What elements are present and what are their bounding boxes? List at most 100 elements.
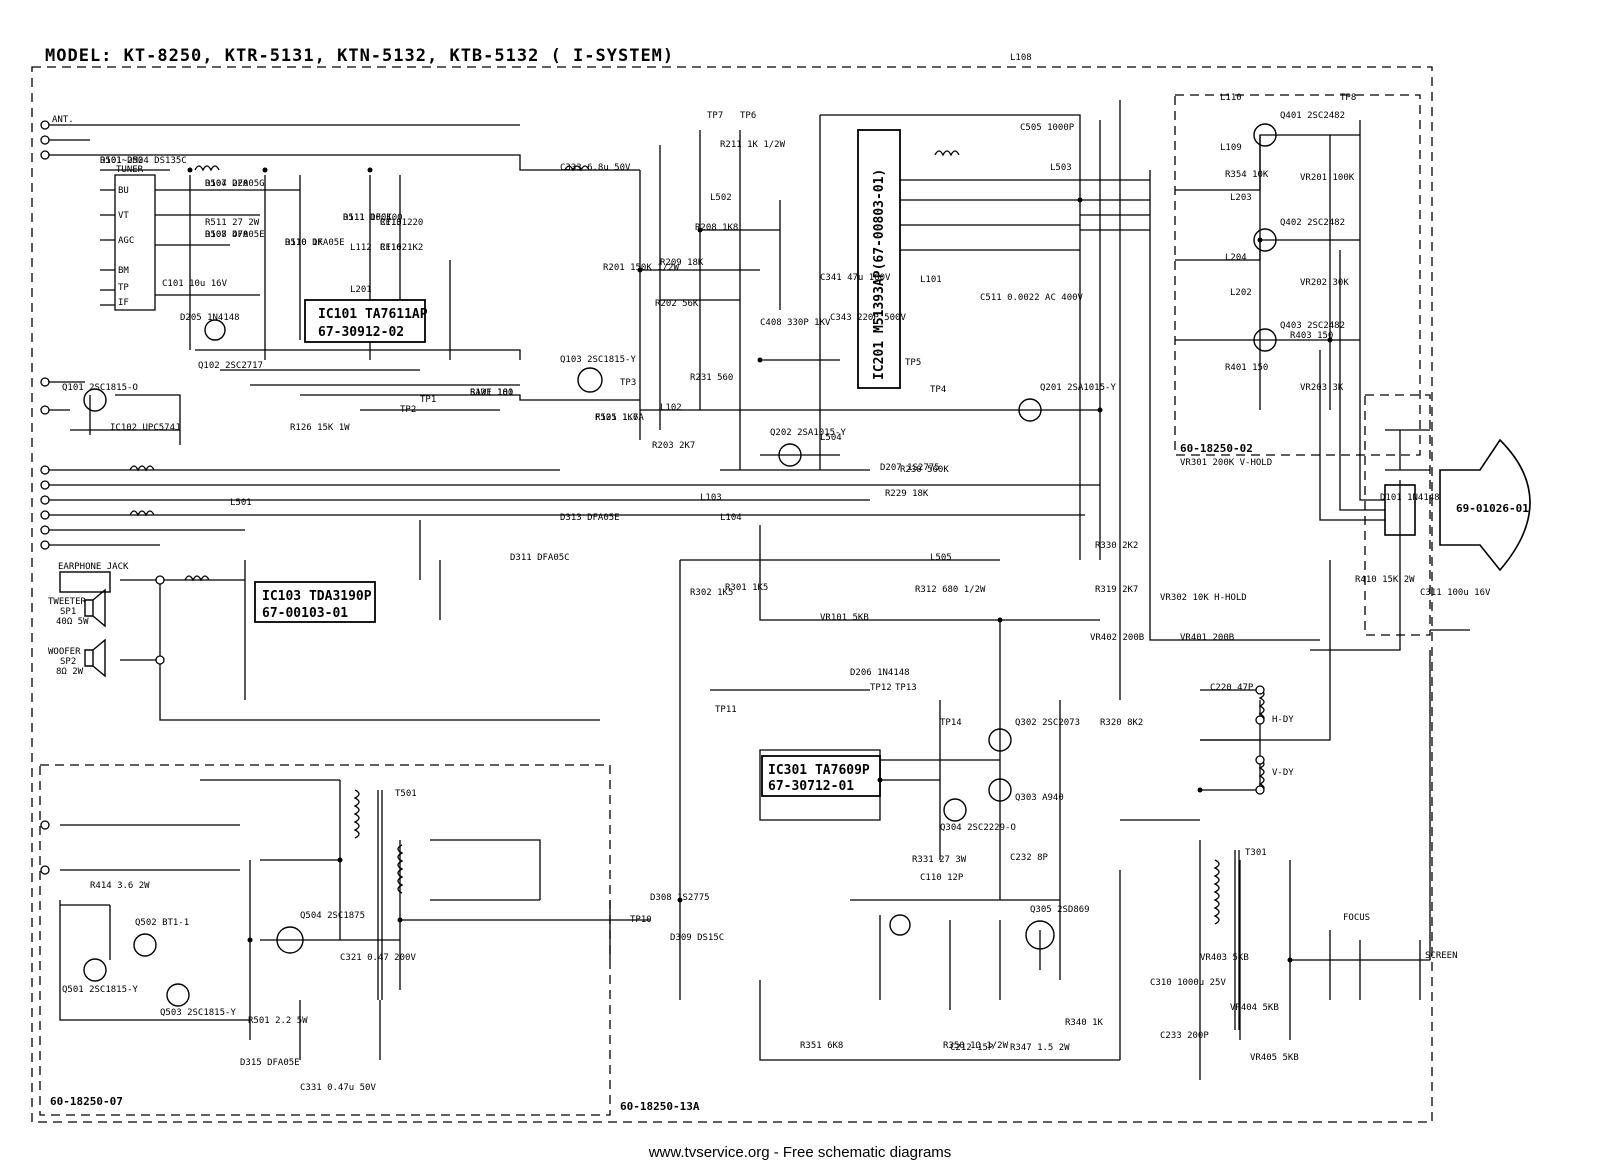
ic201-label: IC201 M51393AP(67-00803-01) [872, 169, 887, 380]
comp-label-9: R126 15K 1W [290, 423, 350, 433]
board-label-crt: 69-01026-01 [1456, 502, 1529, 515]
q503-symbol [166, 983, 190, 1007]
hdy-coil [1258, 689, 1265, 723]
q-label-0: Q101 2SC1815-O [62, 383, 138, 393]
q202-symbol [778, 443, 802, 467]
comp-label-12: R203 2K7 [652, 441, 695, 451]
ic103-body [254, 581, 376, 623]
l112-coil [129, 510, 155, 517]
comp-label-96: CF102 [380, 243, 407, 253]
comp-label-67: L503 [1050, 163, 1072, 173]
testpoint-4: TP5 [905, 358, 921, 368]
wiring [45, 100, 1470, 1080]
testpoint-3: TP4 [930, 385, 946, 395]
comp-label-76: VR401 200B [1180, 633, 1234, 643]
board-main-outline [31, 66, 1433, 1123]
footer-credit: www.tvservice.org - Free schematic diagr… [648, 1144, 952, 1161]
comp-label-17: R230 560K [900, 465, 949, 475]
testpoint-9: TP11 [715, 705, 737, 715]
comp-label-97: SAWF 101 [470, 388, 513, 398]
comp-label-83: D206 1N4148 [850, 668, 910, 678]
q403-symbol [1253, 328, 1277, 352]
q-label-14: Q503 2SC1815-Y [160, 1008, 236, 1018]
q-label-4: Q202 2SA1015-Y [770, 428, 846, 438]
comp-label-59: L110 [1220, 93, 1242, 103]
q-label-7: Q304 2SC2229-O [940, 823, 1016, 833]
comp-label-11: R202 56K [655, 299, 699, 309]
q-label-10: Q402 2SC2482 [1280, 218, 1345, 228]
comp-label-66: L502 [710, 193, 732, 203]
t501-core [377, 790, 383, 1000]
comp-label-88: D313 DFA05E [560, 513, 620, 523]
comp-label-75: VR302 10K H-HOLD [1160, 593, 1247, 603]
q103-symbol [577, 367, 603, 393]
vdy-coil [1258, 759, 1265, 793]
board-label-deflection: 60-18250-13A [620, 1100, 700, 1113]
yoke-v-dy: V-DY [1272, 768, 1294, 778]
testpoint-2: TP3 [620, 378, 636, 388]
q-label-2: Q103 2SC1815-Y [560, 355, 636, 365]
comp-label-39: C212 15P [950, 1043, 994, 1053]
comp-label-26: R340 1K [1065, 1018, 1104, 1028]
comp-label-43: C310 1000u 25V [1150, 978, 1226, 988]
comp-label-35: R501 2.2 5W [248, 1016, 308, 1026]
transformer-t301: T301 [1245, 848, 1267, 858]
comp-label-53: L101 [920, 275, 942, 285]
comp-label-56: L104 [720, 513, 742, 523]
q-label-5: Q302 2SC2073 [1015, 718, 1080, 728]
comp-label-93: D510 DFA05E [285, 238, 345, 248]
comp-label-64: L204 [1225, 253, 1247, 263]
crt [1384, 438, 1531, 572]
comp-label-74: VR301 200K V-HOLD [1180, 458, 1272, 468]
comp-label-15: R211 1K 1/2W [720, 140, 786, 150]
transformer-t501: T501 [395, 789, 417, 799]
comp-label-70: VR101 5KB [820, 613, 869, 623]
yoke-h-dy: H-DY [1272, 715, 1294, 725]
q102-symbol [204, 319, 226, 341]
comp-label-34: R414 3.6 2W [90, 881, 150, 891]
testpoint-6: TP7 [707, 111, 723, 121]
l204-coil [934, 150, 960, 157]
comp-label-87: D311 DFA05C [510, 553, 570, 563]
comp-label-94: D511 DFC100 [343, 213, 403, 223]
l110b-coil [184, 575, 210, 582]
comp-label-8: R125 1K7 [595, 413, 638, 423]
comp-label-18: R231 560 [690, 373, 733, 383]
testpoint-7: TP8 [1340, 93, 1356, 103]
ic101-label: IC101 TA7611AP [318, 307, 428, 322]
ic103-label: IC103 TDA3190P [262, 589, 372, 604]
comp-label-27: R347 1.5 2W [1010, 1043, 1070, 1053]
comp-label-50: C408 330P 1KV [760, 318, 831, 328]
comp-label-95: CF101 [380, 218, 407, 228]
terminal-earphone-jack: EARPHONE JACK [58, 562, 129, 572]
comp-label-78: VR403 5KB [1200, 953, 1249, 963]
earphone-jack-symbol [59, 571, 111, 593]
comp-label-36: R511 27 2W [205, 218, 260, 228]
nodes [187, 167, 1333, 963]
comp-label-48: C341 47u 160V [820, 273, 891, 283]
comp-label-5: R113 220 [380, 218, 423, 228]
board-outlines [31, 66, 1433, 1123]
transistors [83, 123, 1277, 1007]
comp-label-72: VR202 30K [1300, 278, 1349, 288]
ic201-body [857, 129, 901, 389]
board-rgb-outline [1174, 94, 1421, 456]
terminal-bm: BM [118, 266, 129, 276]
comp-label-23: R320 8K2 [1100, 718, 1143, 728]
crt-outline [1439, 438, 1531, 572]
comp-label-2: R107 470 [205, 230, 248, 240]
terminal-vt: VT [118, 211, 129, 221]
speakers [59, 571, 111, 678]
q101-symbol [83, 388, 107, 412]
ic103-part: 67-00103-01 [262, 606, 348, 621]
q305-symbol [1025, 920, 1055, 950]
woofer-spec: 8Ω 2W [56, 667, 84, 677]
ic301-label: IC301 TA7609P [768, 763, 870, 778]
comp-label-14: R209 18K [660, 258, 704, 268]
q-label-11: Q403 2SC2482 [1280, 321, 1345, 331]
testpoint-8: TP10 [630, 915, 652, 925]
comp-label-71: VR201 100K [1300, 173, 1355, 183]
testpoint-1: TP2 [400, 405, 416, 415]
comp-label-47: C333 6.8u 50V [560, 163, 631, 173]
comp-label-86: D309 DS15C [670, 933, 724, 943]
